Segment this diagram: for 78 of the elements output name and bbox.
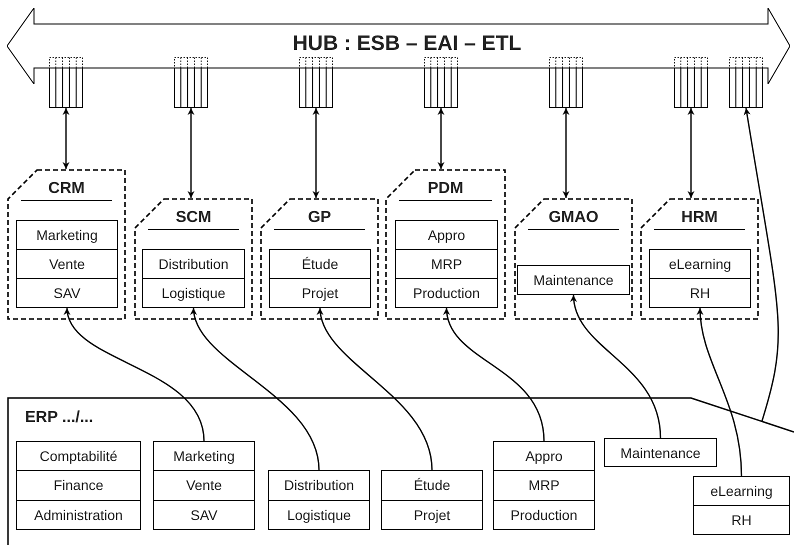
module-cell: eLearning (650, 250, 750, 279)
curved-arrow (65, 308, 205, 442)
module-cell: Étude (270, 250, 370, 279)
connector-block (299, 57, 333, 108)
module-cell-text: SAV (190, 506, 218, 525)
connector-block (674, 57, 708, 108)
module-cell: Distribution (269, 471, 369, 500)
module-cell: Appro (396, 221, 497, 250)
module-stack (269, 249, 371, 308)
module-group (640, 198, 759, 320)
module-title: GP (274, 208, 365, 230)
erp-area (7, 397, 794, 545)
module-cell-text: RH (730, 511, 753, 530)
connector-block (729, 57, 763, 108)
double-arrow (438, 108, 444, 169)
hub-title: HUB : ESB – EAI – ETL (292, 32, 522, 56)
module-cell: Finance (17, 471, 140, 501)
hub-double-arrow (7, 8, 790, 84)
module-cell-text: Maintenance (619, 444, 702, 462)
module-cell: MRP (494, 471, 594, 501)
module-cell: Marketing (17, 221, 117, 250)
double-arrow (312, 108, 320, 198)
module-cell-text: Administration (33, 506, 124, 525)
module-title: HRM (654, 208, 745, 230)
module-stack (395, 220, 498, 308)
module-stack (493, 441, 595, 530)
module-stack (16, 441, 141, 530)
curved-arrow (444, 308, 545, 442)
module-cell: Vente (17, 250, 117, 279)
curved-arrow (570, 294, 662, 438)
connector-block (549, 57, 583, 108)
module-stack (693, 476, 790, 535)
module-group (385, 169, 506, 320)
module-cell-text: Logistique (160, 284, 226, 303)
connector-block (174, 57, 208, 108)
module-cell: Marketing (154, 442, 254, 472)
module-cell-text: Production (510, 506, 578, 525)
module-stack (517, 265, 630, 295)
module-group (7, 169, 126, 320)
module-cell: eLearning (694, 477, 789, 506)
connector-block (424, 57, 458, 108)
double-arrow (562, 108, 570, 198)
module-cell-text: SAV (52, 284, 82, 303)
connector-block (49, 57, 83, 108)
double-arrow (62, 108, 70, 169)
module-group (260, 198, 379, 320)
module-cell: Appro (494, 442, 594, 472)
module-title: CRM (21, 179, 112, 201)
module-cell: Comptabilité (17, 442, 140, 472)
module-cell-text: Maintenance (532, 271, 615, 290)
module-cell-text: Logistique (286, 506, 352, 525)
module-stack (16, 220, 118, 308)
module-cell-text: RH (688, 284, 712, 303)
erp-title: ERP .../... (25, 408, 94, 428)
module-title: SCM (148, 208, 239, 230)
module-cell: MRP (396, 250, 497, 279)
module-group (134, 198, 253, 320)
curved-arrow (318, 308, 433, 470)
double-arrow (188, 108, 194, 198)
curved-arrow (744, 108, 779, 422)
module-stack (153, 441, 255, 530)
module-title: PDM (399, 179, 492, 201)
module-stack (604, 438, 717, 467)
module-cell-text: Projet (300, 284, 340, 303)
module-stack (649, 249, 751, 308)
module-group (514, 198, 633, 320)
module-cell: Vente (154, 471, 254, 501)
module-title: GMAO (528, 208, 619, 230)
module-stack (142, 249, 245, 308)
curved-arrow (696, 308, 742, 476)
module-cell: Distribution (143, 250, 244, 279)
module-stack (381, 470, 483, 530)
module-cell: Étude (382, 471, 482, 500)
double-arrow (688, 108, 694, 198)
module-cell-text: Production (412, 284, 481, 303)
module-stack (268, 470, 370, 530)
curved-arrow (191, 308, 320, 470)
module-cell-text: Projet (412, 506, 452, 525)
